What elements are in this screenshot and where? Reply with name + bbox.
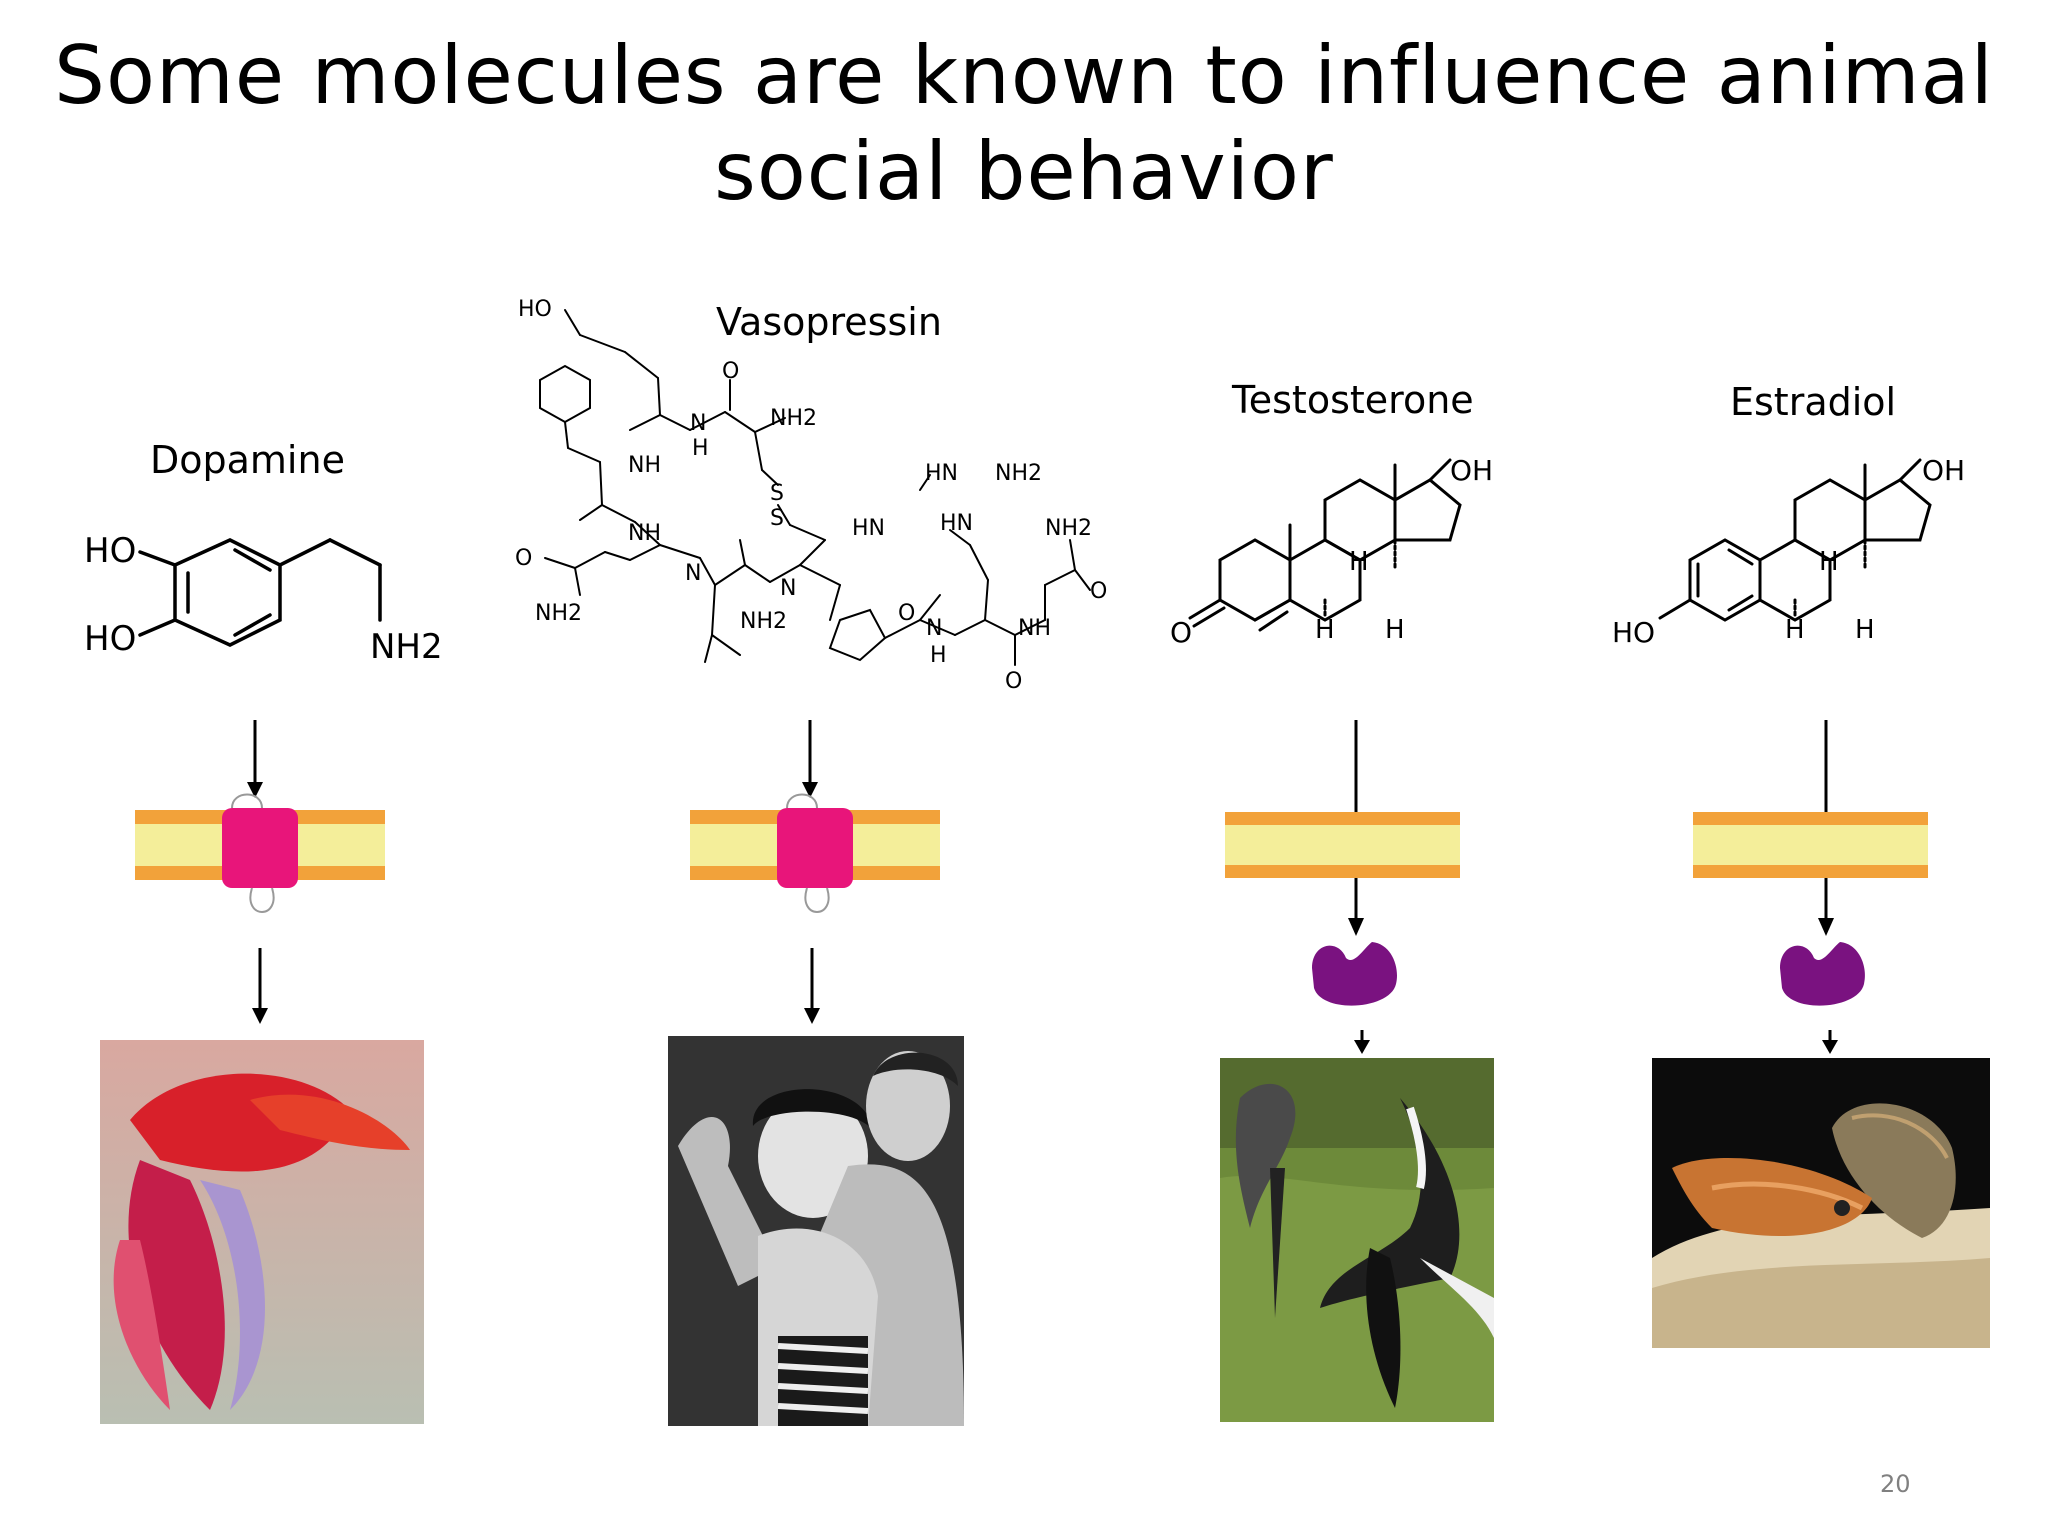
- testosterone-oh: OH: [1450, 454, 1493, 487]
- spawning-fish-photo: [1652, 1058, 1990, 1348]
- estradiol-structure: OH HO H H H: [1612, 454, 1965, 649]
- vasopressin-nh-1: NH: [628, 453, 661, 478]
- testosterone-structure: OH O H H H: [1170, 454, 1493, 649]
- vasopressin-nh-2: NH: [628, 521, 661, 546]
- dopamine-nh2: NH2: [370, 627, 443, 667]
- dopamine-ho-top: HO: [84, 531, 136, 571]
- vasopressin-ho: HO: [518, 297, 552, 322]
- vasopressin-s-2: S: [770, 506, 784, 531]
- estradiol-oh: OH: [1922, 454, 1965, 487]
- vasopressin-n-4: N: [926, 616, 942, 641]
- vasopressin-arrow-2: [804, 948, 820, 1024]
- testosterone-membrane: [1225, 812, 1460, 878]
- vasopressin-hn-1: HN: [852, 516, 885, 541]
- dopamine-arrow-2: [252, 948, 268, 1024]
- dopamine-structure: HO HO NH2: [84, 531, 443, 667]
- estradiol-membrane: [1693, 812, 1928, 878]
- vasopressin-nh2-1: NH2: [770, 406, 817, 431]
- title-line-2: social behavior: [714, 125, 1334, 218]
- testosterone-label: Testosterone: [1232, 378, 1474, 422]
- vasopressin-nh2-2: NH2: [535, 601, 582, 626]
- vasopressin-hn-3: HN: [940, 511, 973, 536]
- vasopressin-o-5: O: [898, 601, 915, 626]
- estradiol-h-2: H: [1785, 615, 1805, 645]
- vasopressin-n-1: N: [690, 411, 706, 436]
- vasopressin-nh-3: NH: [1018, 616, 1051, 641]
- vasopressin-nh2-3: NH2: [740, 609, 787, 634]
- vasopressin-o-3: O: [1090, 579, 1107, 604]
- vasopressin-o-4: O: [1005, 669, 1022, 694]
- estradiol-h-1: H: [1819, 547, 1839, 577]
- vasopressin-h-2: H: [930, 643, 947, 668]
- estradiol-ho: HO: [1612, 616, 1655, 649]
- testosterone-h-1: H: [1349, 547, 1369, 577]
- vasopressin-label: Vasopressin: [716, 300, 942, 344]
- testosterone-h-2: H: [1315, 615, 1335, 645]
- dopamine-ho-bottom: HO: [84, 619, 136, 659]
- fighting-birds-photo: [1220, 1058, 1494, 1422]
- testosterone-h-3: H: [1385, 615, 1405, 645]
- testosterone-intracellular-receptor: [1312, 942, 1397, 1006]
- vintage-couple-photo: [668, 1036, 964, 1426]
- estradiol-h-3: H: [1855, 615, 1875, 645]
- page-number: 20: [1880, 1470, 1911, 1498]
- vasopressin-nh2-4: NH2: [995, 461, 1042, 486]
- testosterone-arrow-2: [1354, 1030, 1370, 1054]
- estradiol-arrow-2: [1822, 1030, 1838, 1054]
- vasopressin-n-2: N: [685, 561, 701, 586]
- vasopressin-o-1: O: [722, 359, 739, 384]
- vasopressin-s-1: S: [770, 481, 784, 506]
- estradiol-intracellular-receptor: [1780, 942, 1865, 1006]
- dopamine-receptor: [222, 793, 298, 913]
- vasopressin-n-3: N: [780, 576, 796, 601]
- dopamine-arrow-1: [247, 720, 263, 798]
- slide-title: Some molecules are known to influence an…: [0, 28, 2048, 220]
- vasopressin-nh2-5: NH2: [1045, 516, 1092, 541]
- vasopressin-structure: HO NH NH2 N H O S S NH O NH2 N NH2 N HN …: [515, 297, 1107, 694]
- vasopressin-o-2: O: [515, 546, 532, 571]
- vasopressin-receptor: [777, 793, 853, 913]
- estradiol-label: Estradiol: [1730, 380, 1897, 424]
- betta-fish-photo: [100, 1040, 424, 1424]
- vasopressin-hn-2: HN: [925, 461, 958, 486]
- dopamine-label: Dopamine: [150, 438, 345, 482]
- testosterone-o: O: [1170, 616, 1192, 649]
- title-line-1: Some molecules are known to influence an…: [54, 29, 1994, 122]
- vasopressin-h-1: H: [692, 436, 709, 461]
- vasopressin-arrow-1: [802, 720, 818, 798]
